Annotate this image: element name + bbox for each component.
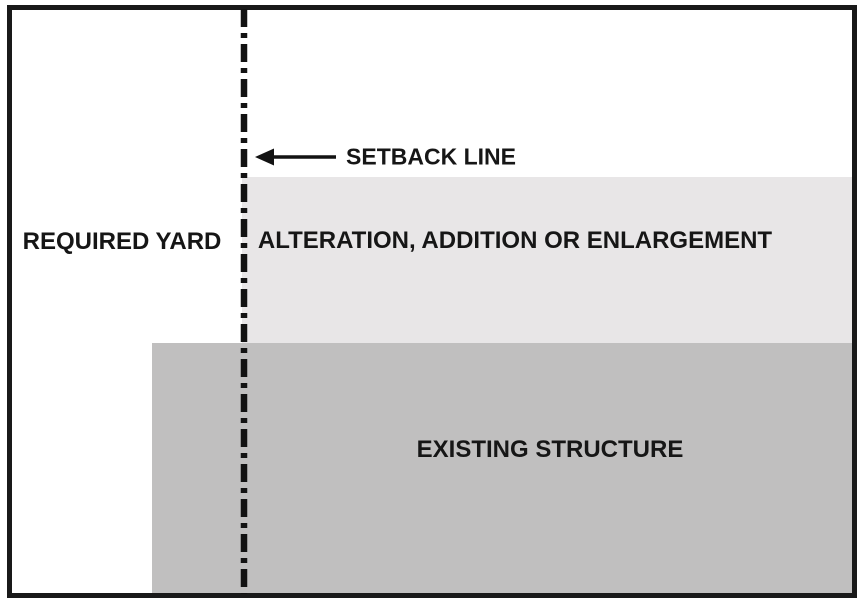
required-yard-label: REQUIRED YARD [22,228,222,255]
alteration-zone [242,177,852,343]
setback-line-label: SETBACK LINE [346,143,516,170]
alteration-zone-label: ALTERATION, ADDITION OR ENLARGEMENT [257,227,773,254]
existing-structure-zone [152,343,852,593]
existing-structure-label: EXISTING STRUCTURE [416,436,684,463]
left-arrow-icon [255,148,336,166]
